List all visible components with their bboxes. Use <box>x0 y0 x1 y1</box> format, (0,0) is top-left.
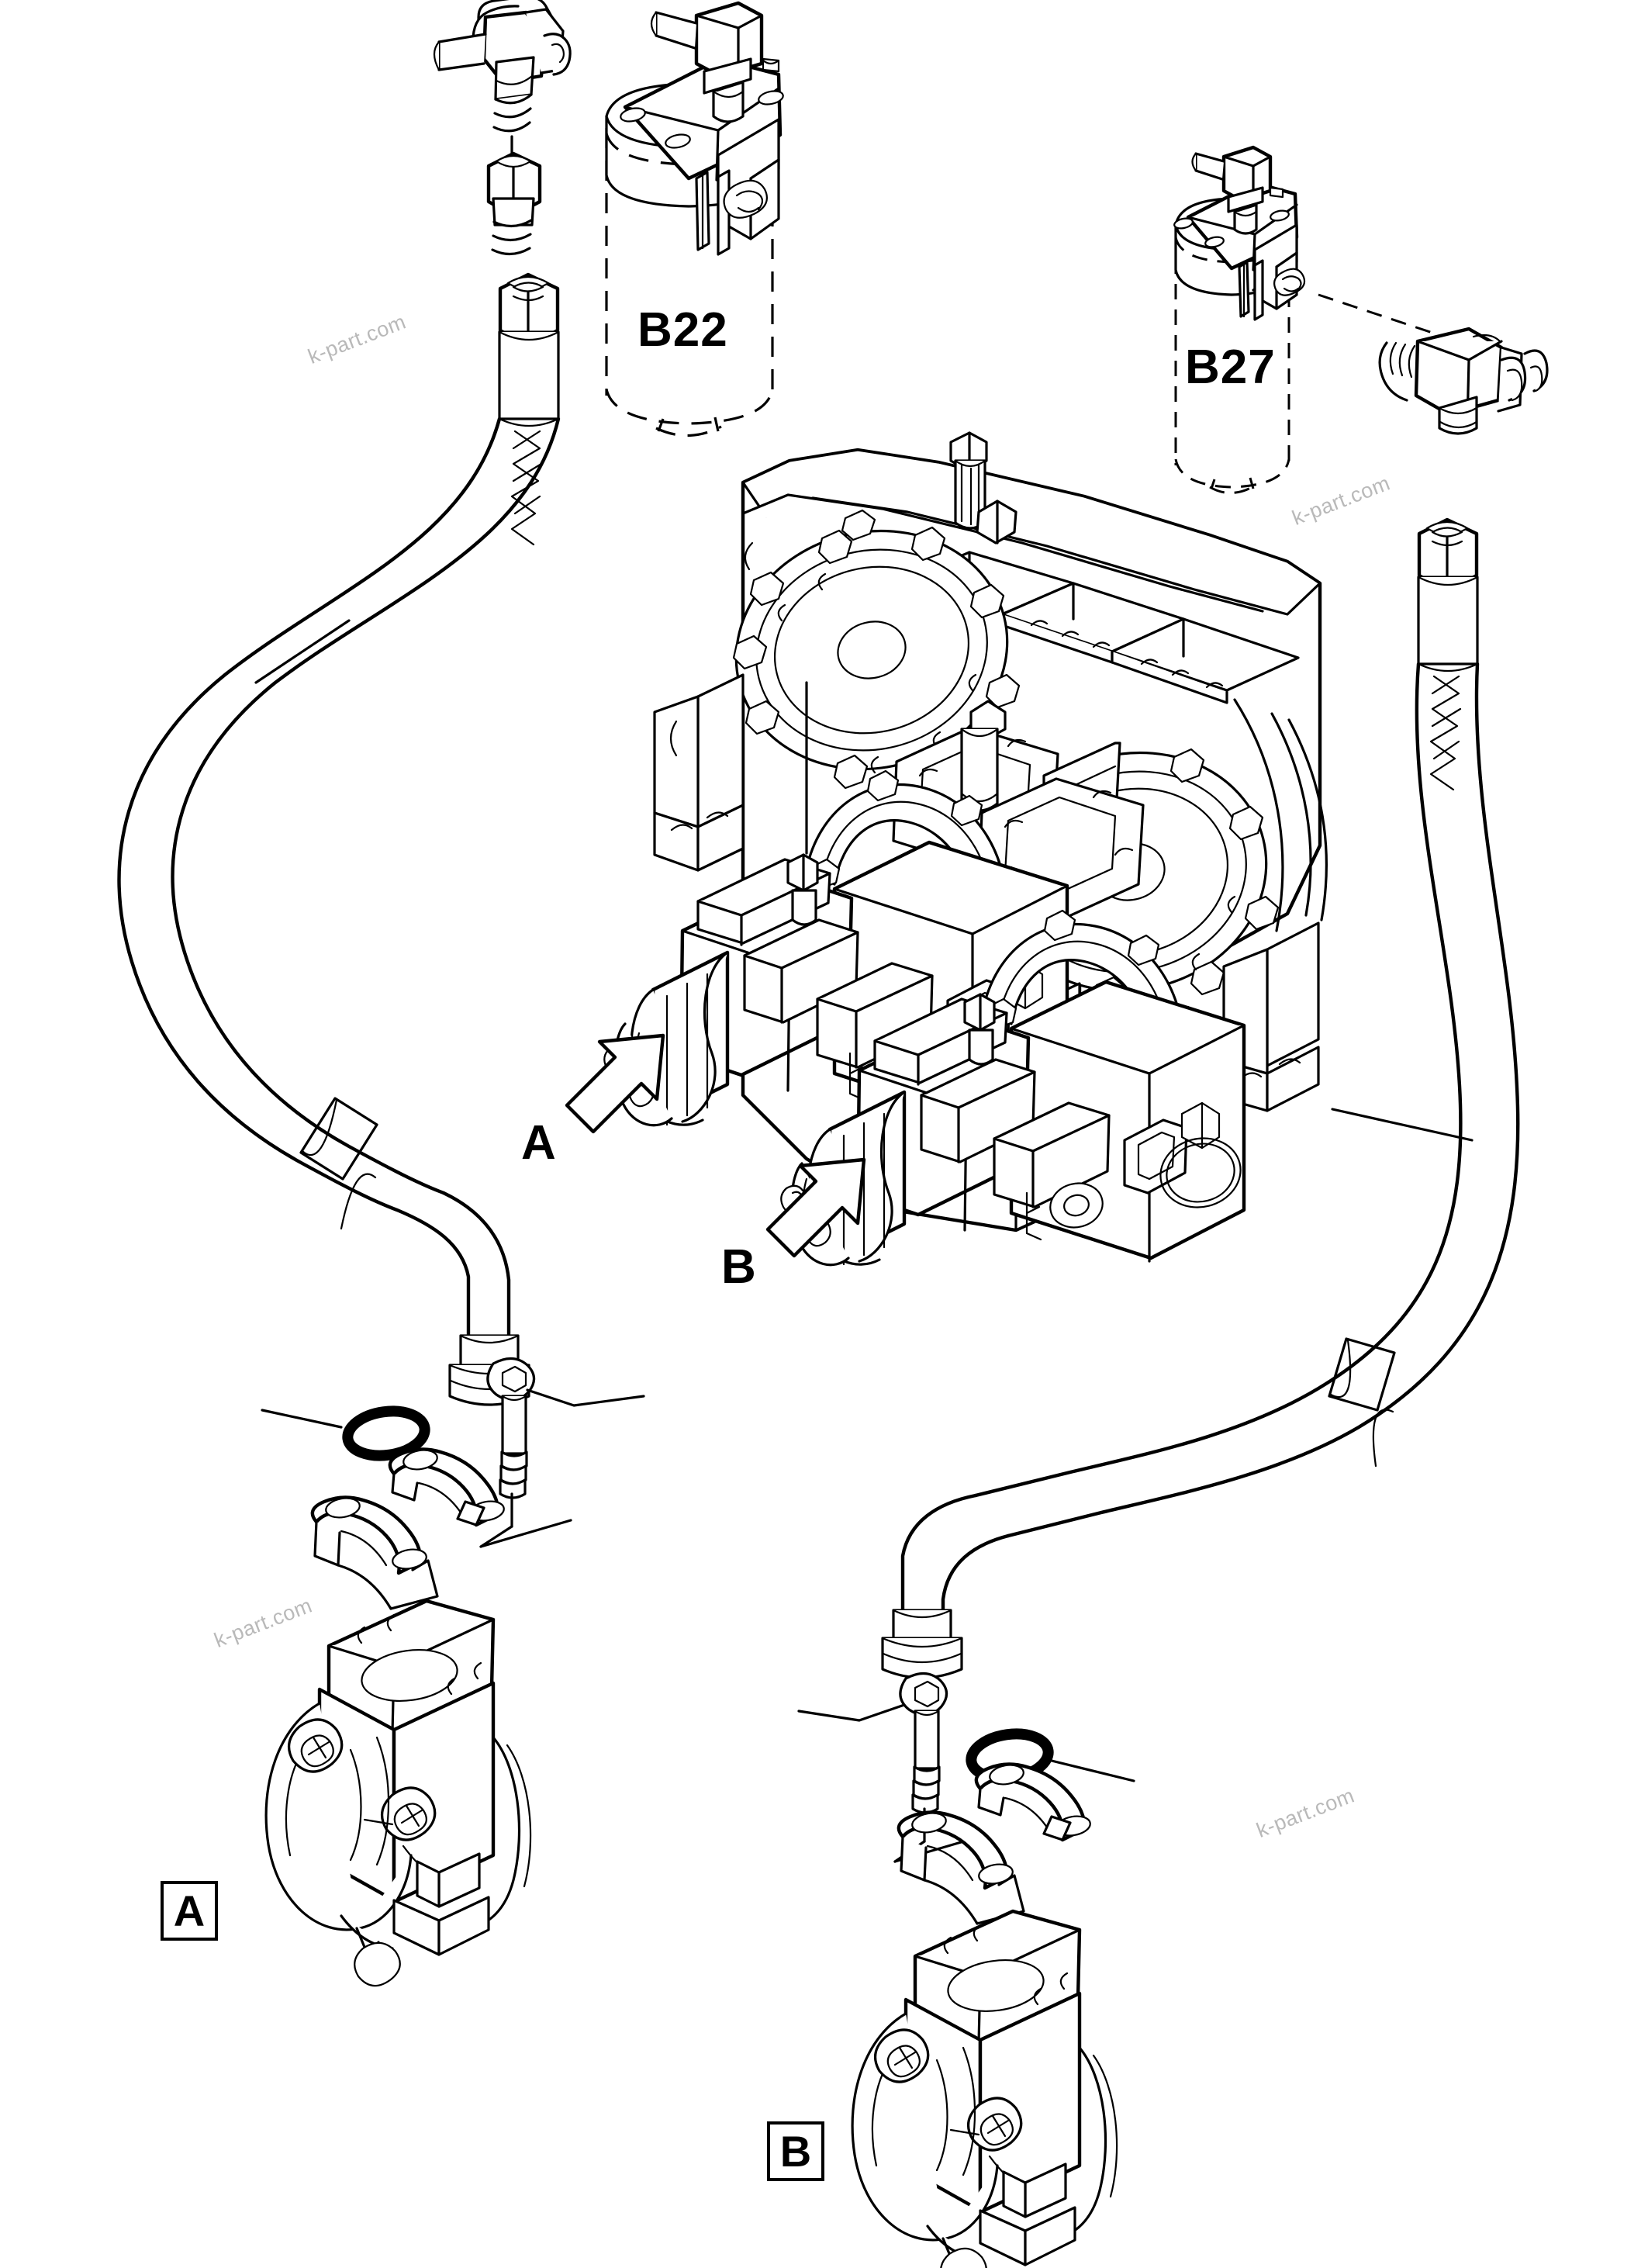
hex-nut-top-left <box>486 151 542 256</box>
elbow-fitting-top-left <box>433 0 572 164</box>
detail-a-assembly <box>261 1357 645 1987</box>
filter-b22 <box>605 1 784 437</box>
split-flange-b <box>897 1762 1091 1925</box>
hose-left <box>117 272 561 1406</box>
split-flange-a <box>310 1447 505 1610</box>
callout-arrow-a <box>565 1033 665 1134</box>
pump-body-a <box>264 1599 532 1987</box>
label-arrow-b: B <box>721 1240 756 1294</box>
label-arrow-a: A <box>521 1116 556 1170</box>
callout-arrow-b <box>765 1157 866 1258</box>
filter-b27 <box>1173 145 1482 495</box>
cap-screw-a <box>479 1357 645 1548</box>
detail-label-b-box: B <box>767 2121 824 2181</box>
label-filter-b27: B27 <box>1185 341 1276 394</box>
pump-body-b <box>851 1909 1118 2268</box>
detail-label-a-box: A <box>161 1881 218 1941</box>
oring-a <box>261 1405 430 1461</box>
hose-right <box>881 517 1520 1679</box>
breather-plug-top <box>949 431 988 530</box>
detail-b-assembly <box>797 1672 1135 2268</box>
connector-b27 <box>1378 327 1549 435</box>
cap-screw-b <box>797 1672 986 1863</box>
mounting-foot-left <box>653 673 745 872</box>
label-filter-b22: B22 <box>637 303 728 357</box>
